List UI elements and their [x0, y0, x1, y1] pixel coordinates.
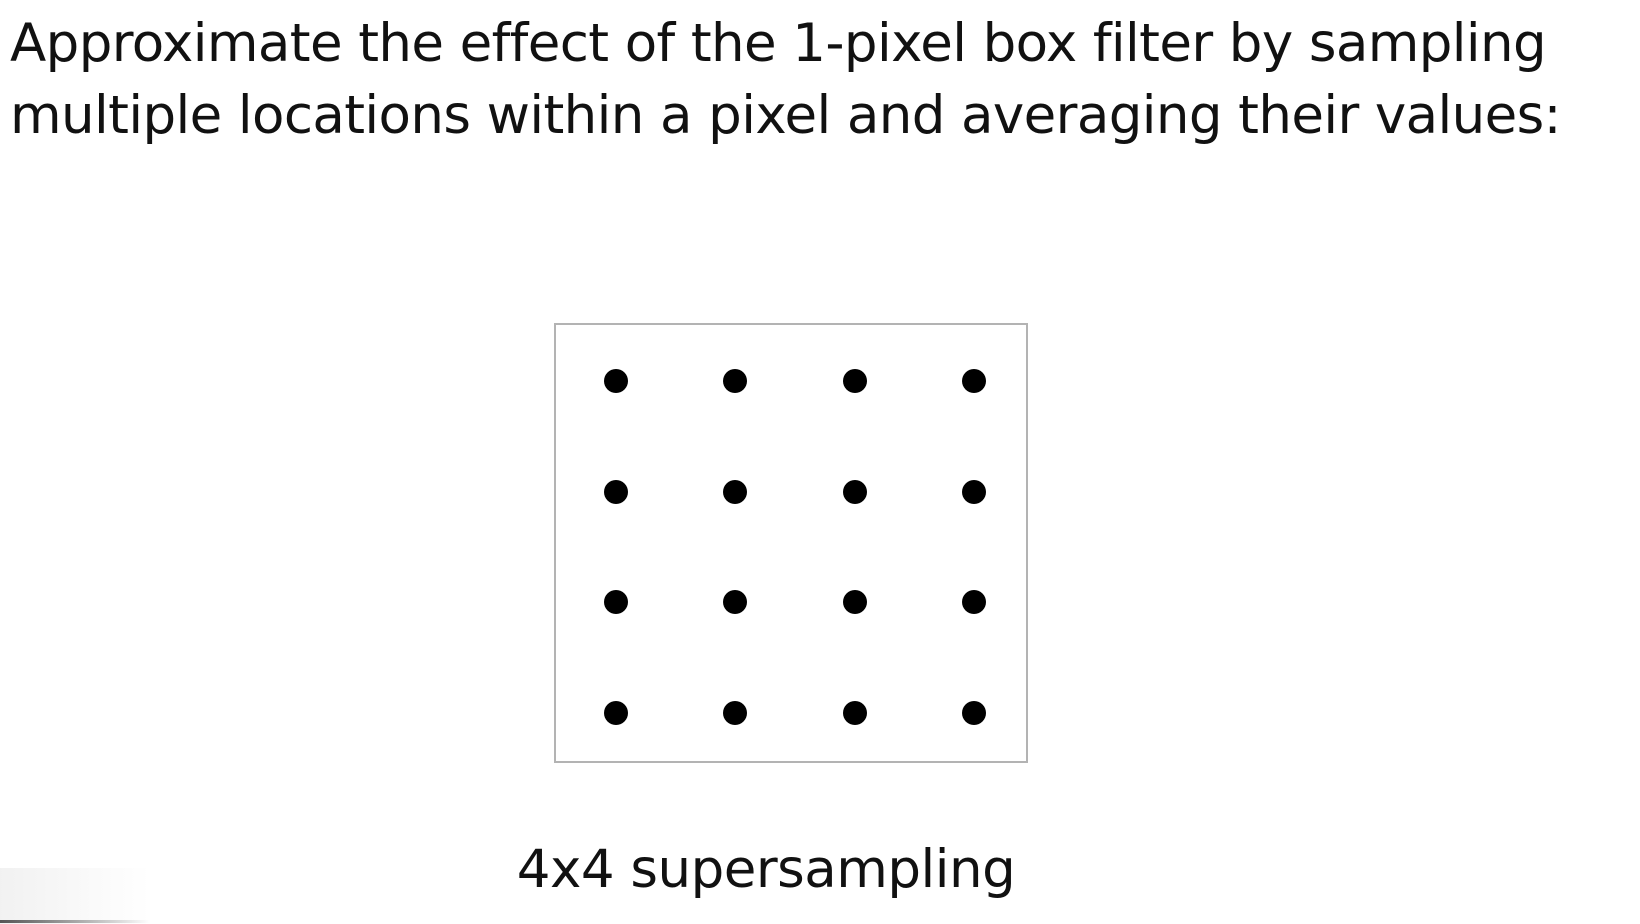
sample-point	[961, 590, 986, 614]
sample-point	[604, 590, 628, 614]
sample-point	[723, 479, 748, 504]
sample-point	[604, 700, 628, 725]
corner-artifact	[0, 868, 150, 924]
diagram-caption: 4x4 supersampling	[516, 839, 1016, 900]
pixel-square	[554, 323, 1028, 763]
sample-point	[723, 590, 748, 614]
slide-heading: Approximate the effect of the 1-pixel bo…	[10, 8, 1635, 152]
sample-point	[961, 700, 986, 725]
sample-point	[961, 479, 986, 504]
heading-line-1: Approximate the effect of the 1-pixel bo…	[10, 13, 1547, 74]
sample-point	[842, 479, 867, 504]
heading-line-2: multiple locations within a pixel and av…	[10, 85, 1562, 146]
sample-point	[961, 369, 986, 393]
sample-point	[604, 369, 628, 393]
sample-point	[842, 590, 867, 614]
sample-point	[723, 369, 748, 393]
sample-point	[842, 369, 867, 393]
corner-line	[0, 920, 150, 923]
sample-point	[604, 479, 628, 504]
sample-point	[842, 700, 867, 725]
sample-point	[723, 700, 748, 725]
